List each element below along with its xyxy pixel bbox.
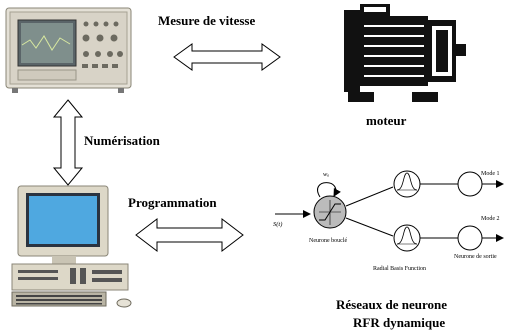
label-rfr-dynamique: RFR dynamique: [353, 315, 446, 330]
rbf-neuron-2: [393, 224, 421, 252]
label-neurone-sortie: Neurone de sortie: [454, 254, 497, 260]
label-reseaux: Réseaux de neurone: [336, 297, 447, 312]
label-numerisation: Numérisation: [84, 133, 160, 148]
rbf-neuron-1: [393, 170, 421, 198]
output-neuron-1: [457, 171, 483, 197]
neural-network: [275, 170, 504, 252]
label-input-signal: S(t): [273, 221, 283, 228]
motor-icon: [344, 4, 466, 102]
double-arrow-numerisation: [52, 99, 84, 186]
double-arrow-mesure: [173, 43, 281, 71]
label-mode-1: Mode 1: [481, 171, 500, 177]
computer-icon: [11, 185, 132, 308]
label-rbf: Radial Basis Function: [373, 266, 426, 272]
label-mesure-vitesse: Mesure de vitesse: [158, 13, 256, 28]
output-neuron-2: [457, 225, 483, 251]
label-programmation: Programmation: [128, 195, 217, 210]
double-arrow-programmation: [135, 217, 244, 253]
label-weight: wₐ: [323, 171, 330, 178]
oscilloscope-icon: [5, 7, 132, 93]
label-moteur: moteur: [366, 113, 407, 128]
label-mode-2: Mode 2: [481, 216, 500, 222]
label-neurone-boucle: Neurone bouclé: [309, 238, 348, 244]
